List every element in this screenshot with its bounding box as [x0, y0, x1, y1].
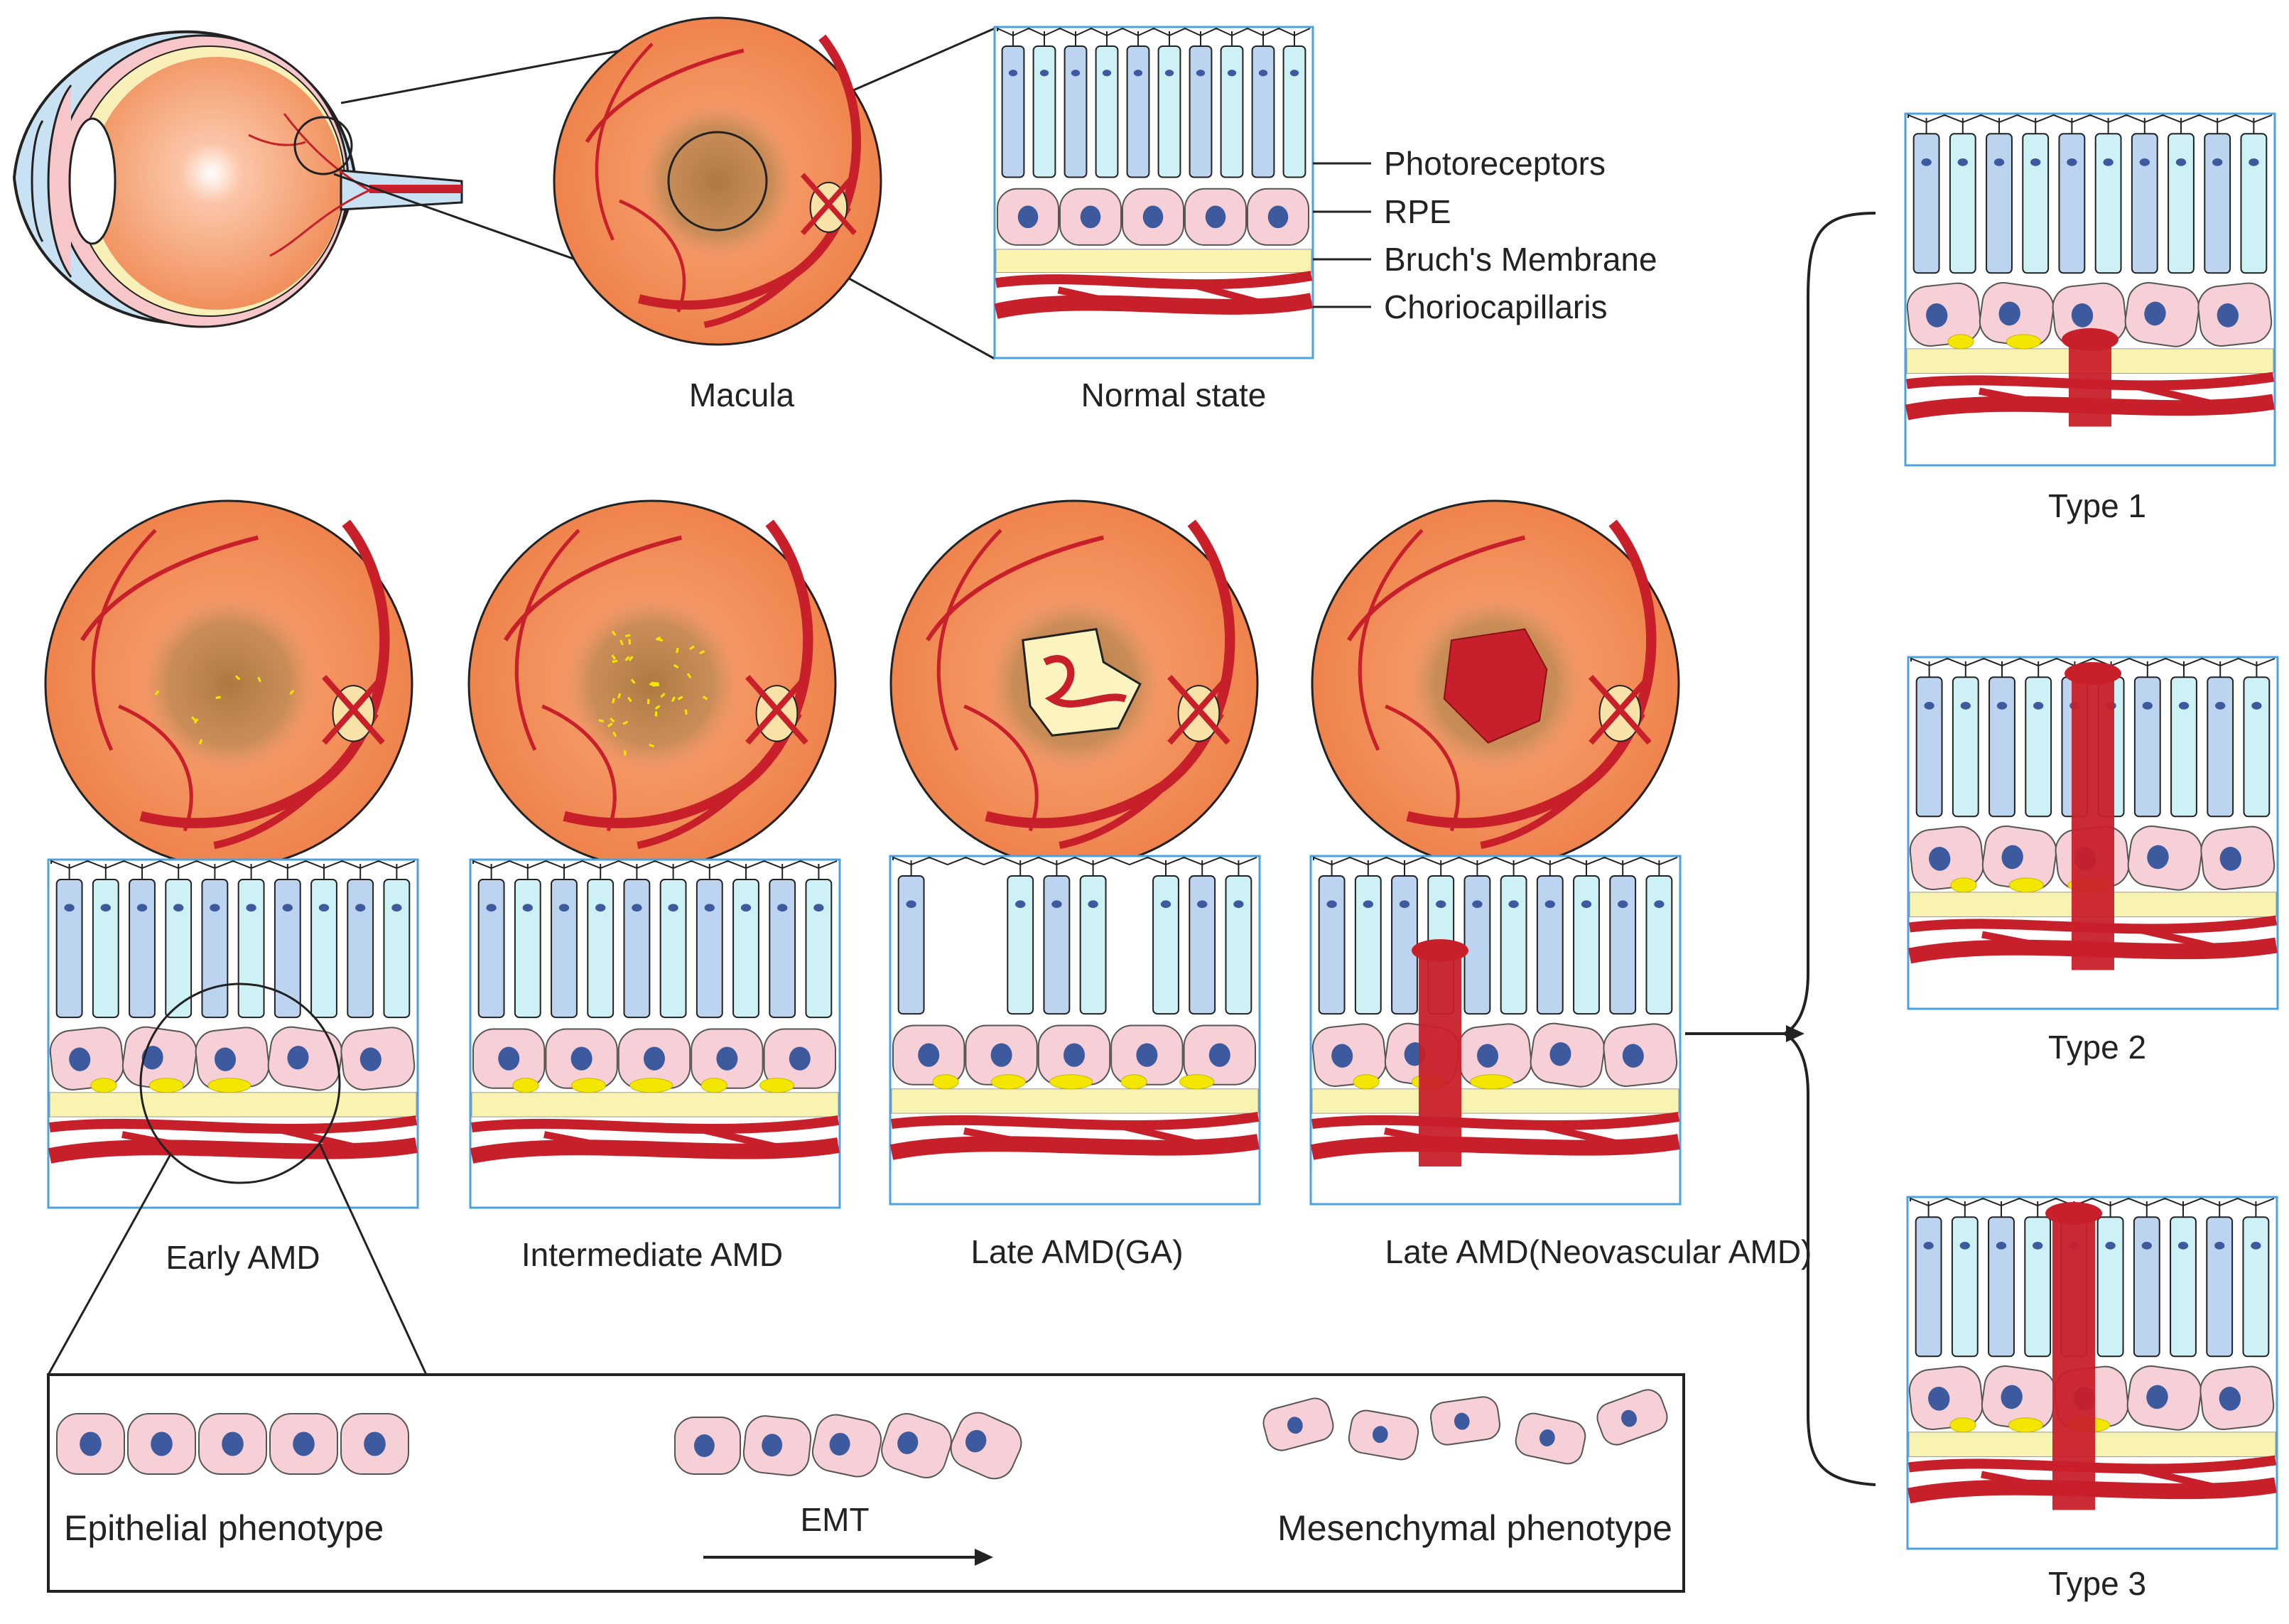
emt-label: EMT	[800, 1501, 869, 1538]
type-2-label: Type 2	[2048, 1029, 2146, 1066]
type-3-label: Type 3	[2048, 1565, 2146, 1602]
emt-cells	[56, 1389, 1668, 1480]
mesenchymal-phenotype-label: Mesenchymal phenotype	[1277, 1508, 1672, 1548]
normal-state-label: Normal state	[1081, 377, 1267, 413]
macula-fundus	[553, 16, 882, 346]
macula-label: Macula	[689, 377, 795, 413]
amd-stage-panels	[47, 855, 1682, 1209]
type-1-label: Type 1	[2048, 487, 2146, 524]
epithelial-phenotype-label: Epithelial phenotype	[64, 1508, 384, 1548]
emt-arrow	[703, 1549, 993, 1566]
neovascular-type-panels	[1904, 112, 2279, 1550]
emt-box	[47, 1373, 1685, 1593]
photoreceptors-label: Photoreceptors	[1384, 145, 1606, 182]
type-brace	[1781, 212, 1876, 1486]
choriocapillaris-label: Choriocapillaris	[1384, 288, 1607, 325]
rpe-label: RPE	[1384, 193, 1451, 230]
early-amd-label: Early AMD	[166, 1239, 320, 1276]
intermediate-amd-label: Intermediate AMD	[521, 1236, 783, 1273]
bruchs-membrane-label: Bruch's Membrane	[1384, 241, 1657, 278]
amd-stage-fundi	[44, 499, 1680, 869]
eye-anatomy-icon	[12, 30, 463, 328]
late-amd-neovascular-label: Late AMD(Neovascular AMD)	[1385, 1233, 1812, 1270]
normal-retina-panel	[993, 26, 1314, 359]
late-amd-ga-label: Late AMD(GA)	[970, 1233, 1183, 1270]
